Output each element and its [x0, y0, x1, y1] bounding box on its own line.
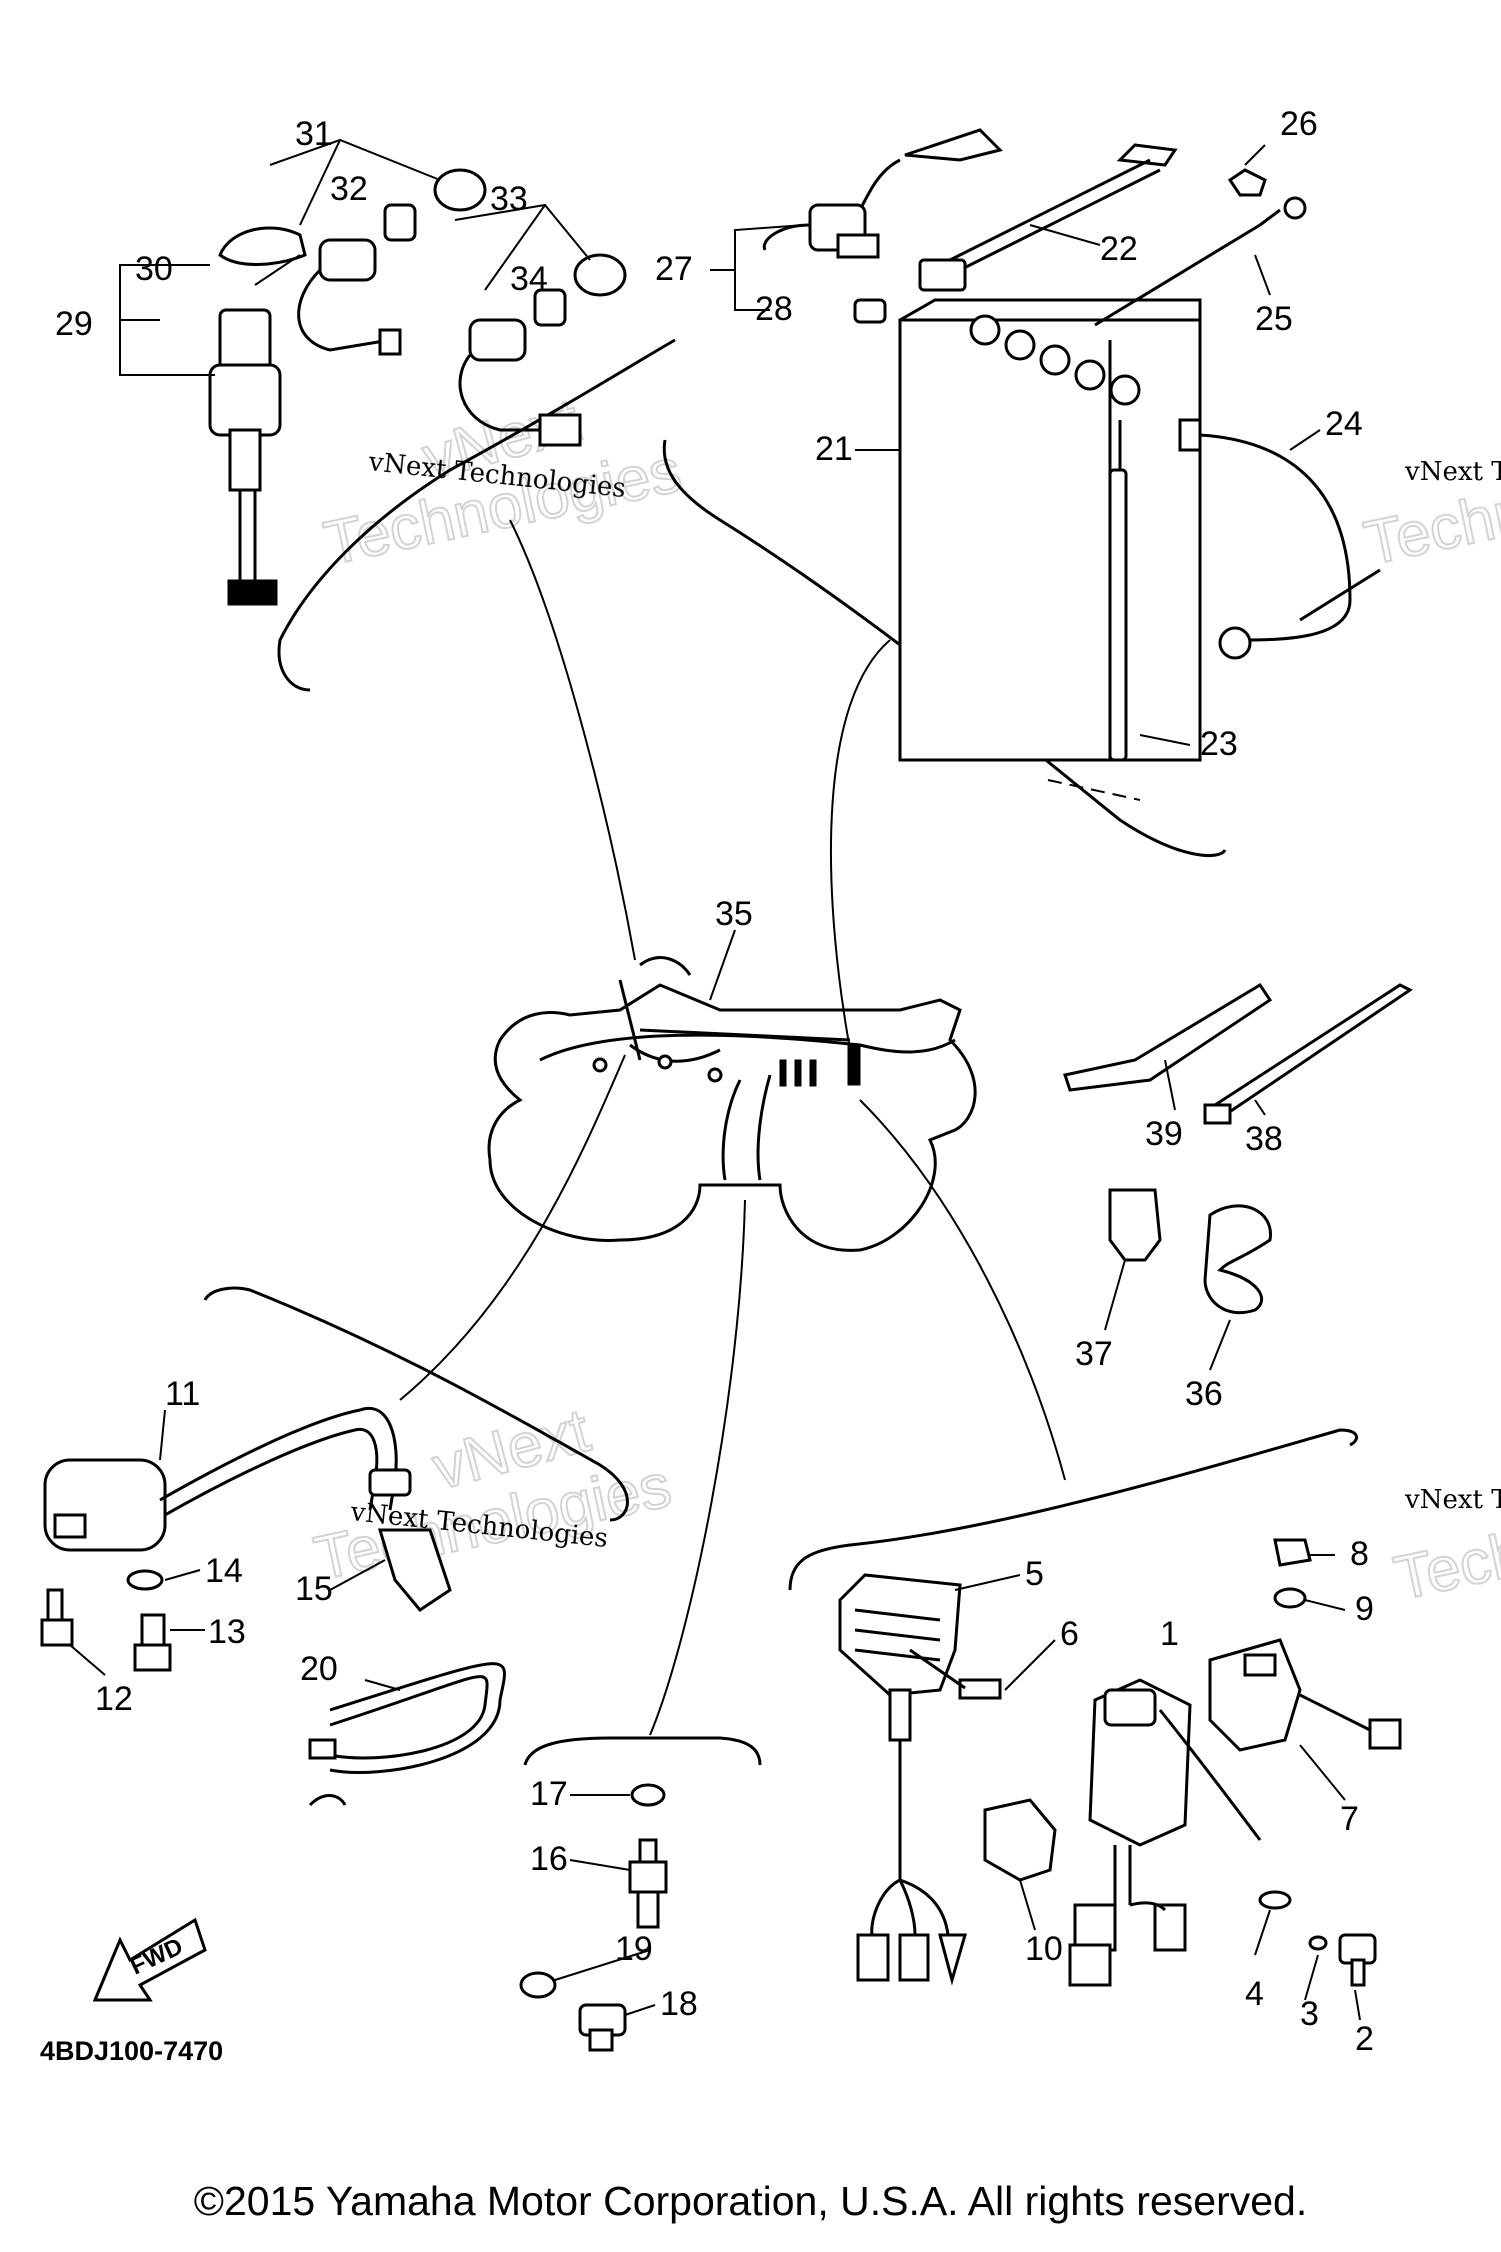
callout-16: 16: [530, 1840, 568, 1878]
electrical-components: [838, 1538, 1402, 1987]
diagram-code: 4BDJ100-7470: [40, 2036, 223, 2066]
callout-37: 37: [1075, 1335, 1113, 1373]
watermark-text: vNext Technologies: [1404, 457, 1501, 487]
harness-connector: [847, 1044, 861, 1086]
callout-12: 12: [95, 1680, 133, 1718]
callout-34: 34: [510, 260, 548, 298]
callout-24: 24: [1325, 405, 1363, 443]
terminal-caps: [297, 168, 627, 447]
callout-32: 32: [330, 170, 368, 208]
forward-arrow: FWD: [92, 1917, 207, 2002]
relay-assembly: [762, 128, 1003, 324]
callout-31: 31: [295, 115, 333, 153]
leader-battery: [829, 639, 891, 1051]
callout-10: 10: [1025, 1930, 1063, 1968]
callout-21: 21: [815, 430, 853, 468]
leader-coil: [399, 1054, 626, 1401]
watermark-text: vNext Technologies: [1404, 1485, 1501, 1515]
coil-hardware: [40, 1569, 172, 1672]
callout-28: 28: [755, 290, 793, 328]
callout-3: 3: [1300, 1995, 1319, 2033]
callout-26: 26: [1280, 105, 1318, 143]
callout-33: 33: [490, 180, 528, 218]
callout-8: 8: [1350, 1535, 1369, 1573]
leader-spark-plug: [649, 1199, 746, 1736]
breather-hose: [1108, 468, 1128, 762]
ignition-coil-assembly: [43, 1406, 452, 1612]
leader-strap: [1047, 779, 1141, 801]
callout-27: 27: [655, 250, 693, 288]
callout-7: 7: [1340, 1800, 1359, 1838]
ground-lead: [308, 1662, 506, 1807]
background-watermarks: vNext Technologies vNext Technologies Te…: [308, 385, 1501, 1615]
callout-6: 6: [1060, 1615, 1079, 1653]
callout-35: 35: [715, 895, 753, 933]
leader-electrics: [859, 1099, 1066, 1481]
switch-knob: [218, 226, 307, 266]
spark-plug-assembly: [519, 1783, 668, 2052]
vehicle-outline: [487, 956, 977, 1252]
callout-labels: 1 2 3 4 5 6 7 8 9 10 11 12 13 14 15 16 1…: [55, 105, 1374, 2058]
plug-cap: [377, 1528, 452, 1612]
leader-lines: [399, 519, 1141, 1736]
callout-5: 5: [1025, 1555, 1044, 1593]
callout-36: 36: [1185, 1375, 1223, 1413]
copyright-notice: ©2015 Yamaha Motor Corporation, U.S.A. A…: [193, 2178, 1308, 2224]
bracket-spark: [523, 1736, 762, 1766]
callout-23: 23: [1200, 725, 1238, 763]
cable-ties: [1063, 982, 1413, 1315]
callout-11: 11: [165, 1375, 200, 1413]
bracket-upper-left: [277, 338, 676, 692]
main-switch: [208, 363, 282, 437]
relay: [983, 1798, 1057, 1882]
battery: [898, 318, 1202, 762]
callout-4: 4: [1245, 1975, 1264, 2013]
bracket-lower-left: [203, 1286, 629, 1522]
callout-leaders: [69, 138, 1361, 2021]
callout-14: 14: [205, 1552, 243, 1590]
callout-38: 38: [1245, 1120, 1283, 1158]
callout-13: 13: [208, 1613, 246, 1651]
main-switch-assembly: [208, 226, 307, 606]
starter-relay: [1208, 1638, 1302, 1752]
callout-2: 2: [1355, 2020, 1374, 2058]
callout-20: 20: [300, 1650, 338, 1688]
group-brackets: [203, 338, 1358, 1766]
callout-18: 18: [660, 1985, 698, 2023]
callout-25: 25: [1255, 300, 1293, 338]
callout-29: 29: [55, 305, 93, 343]
callout-22: 22: [1100, 230, 1138, 268]
callout-17: 17: [530, 1775, 568, 1813]
callout-19: 19: [615, 1930, 653, 1968]
callout-30: 30: [135, 250, 173, 288]
callout-39: 39: [1145, 1115, 1183, 1153]
leader-ignition: [509, 519, 636, 961]
callout-9: 9: [1355, 1590, 1374, 1628]
callout-15: 15: [295, 1570, 333, 1608]
callout-1: 1: [1160, 1615, 1179, 1653]
bracket-lower-right: [788, 1428, 1358, 1591]
battery-assembly: [898, 143, 1381, 762]
